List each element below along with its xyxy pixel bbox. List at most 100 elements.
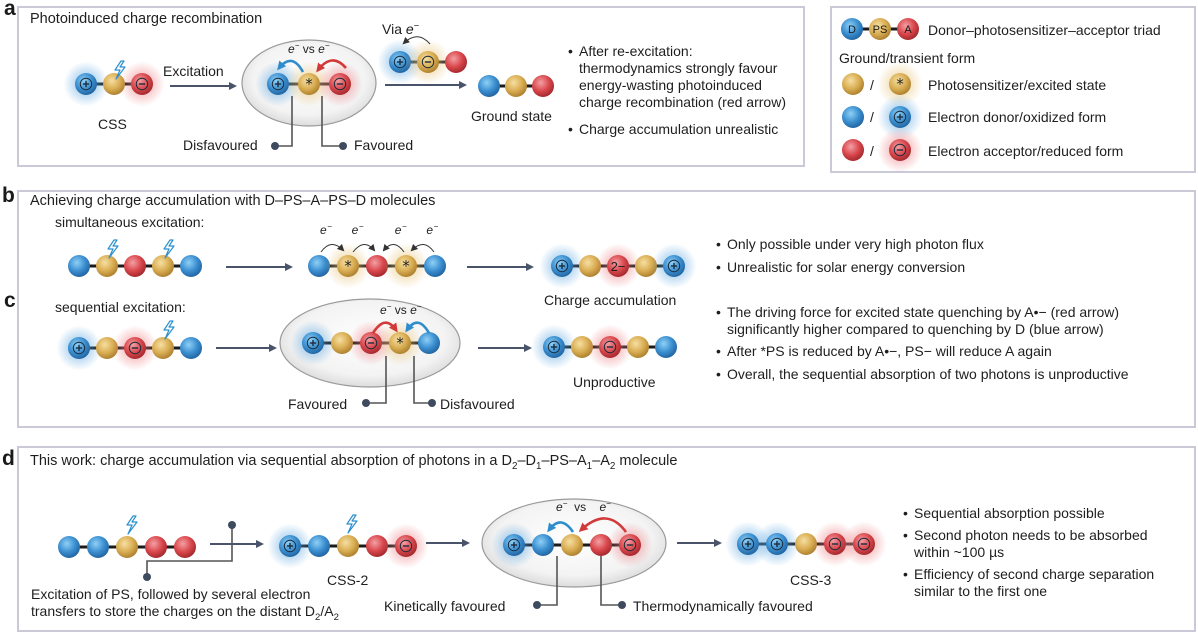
excitation-label: Excitation: [163, 63, 224, 79]
sphere-donor: [841, 18, 863, 40]
star-excited-icon: *: [402, 257, 410, 275]
charge-ring: [271, 77, 285, 91]
panel-d-title-main: This work: charge accumulation via seque…: [30, 453, 512, 469]
bullet-d1: Sequential absorption possible: [914, 505, 1105, 521]
legend-slash-1: /: [870, 77, 874, 93]
bullet-a1-l3: energy-wasting photoinduced: [579, 77, 762, 93]
panel-letter-d: d: [2, 447, 15, 470]
charge-ring: [135, 77, 149, 91]
sphere-photosensitizer: [116, 536, 138, 558]
charge-ring: [399, 539, 413, 553]
charge-ring: [72, 341, 86, 355]
thermo-arrow-red-d: [578, 517, 628, 533]
sphere-donor: [308, 255, 330, 277]
sphere-photosensitizer: [627, 336, 649, 358]
sphere-photosensitizer: [842, 73, 864, 95]
evs-label-c: e− vs e−: [380, 302, 422, 317]
charge-ring: [857, 537, 871, 551]
panel-d-box: [17, 446, 1196, 632]
sphere-acceptor: [145, 536, 167, 558]
panel-bc-box: [17, 190, 1196, 428]
css2-label: CSS-2: [327, 572, 369, 588]
leader-favoured-c: [366, 356, 387, 404]
star-excited-icon: *: [344, 257, 352, 275]
kinetically-favoured-label: Kinetically favoured: [384, 598, 506, 614]
sphere-photosensitizer: [96, 337, 118, 359]
css3-label: CSS-3: [790, 572, 832, 588]
lightning-bolt-icon-d2: [346, 514, 358, 534]
sphere-photosensitizer: [152, 255, 174, 277]
sphere-acceptor: [366, 535, 388, 557]
quench-arrow-red-c: [371, 321, 398, 334]
sphere-donor: [424, 255, 446, 277]
charge-ring: [421, 55, 435, 69]
charge-ring: [507, 538, 521, 552]
leader-disfavoured-a: [275, 96, 293, 147]
star-excited-icon: *: [896, 75, 904, 93]
molecule-b-accumulated: 2−: [539, 243, 697, 289]
legend-box: [830, 6, 1196, 173]
molecule-a-excited: *: [255, 61, 363, 107]
sphere-donor: [58, 536, 80, 558]
charge-ring: [623, 538, 637, 552]
legend-row-donor: Electron donor/oxidized form: [928, 109, 1107, 125]
excitation-leader-dot: [143, 573, 151, 581]
bullet-b1: Only possible under very high photon flu…: [727, 236, 984, 252]
sphere-photosensitizer: [337, 255, 359, 277]
bullet-d2-l1: Second photon needs to be absorbed: [914, 527, 1148, 543]
bullet-a2: Charge accumulation unrealistic: [579, 121, 779, 137]
panel-letter-b: b: [2, 184, 15, 207]
molecule-d-excited: [491, 522, 653, 568]
sphere-donor: [418, 332, 440, 354]
triad-letter-triad_d: D: [848, 24, 856, 36]
molecule-css: [63, 61, 165, 107]
sphere-acceptor: [897, 18, 919, 40]
sphere-photosensitizer: [152, 337, 174, 359]
molecule-ground: [478, 75, 554, 97]
charge-ring: [603, 340, 617, 354]
electron-arrow-b2: [352, 243, 376, 253]
molecule-css2: [267, 523, 429, 569]
thermodynamically-favoured-label: Thermodynamically favoured: [633, 598, 813, 614]
sequential-label: sequential excitation:: [55, 299, 186, 315]
leader-favoured-a-dot: [339, 142, 347, 150]
charge-ring: [364, 336, 378, 350]
sphere-donor: [180, 255, 202, 277]
leader-thermo-d: [600, 556, 622, 606]
charge-2minus: 2−: [611, 259, 626, 274]
charge-ring: [741, 537, 755, 551]
legend-slash-2: /: [870, 109, 874, 125]
molecule-c-unproductive: [531, 324, 677, 370]
leader-disfavoured-a-dot: [271, 142, 279, 150]
lightning-bolt-icon-c: [163, 320, 175, 340]
panel-letter-c: c: [4, 289, 16, 312]
favoured-label-c: Favoured: [288, 396, 348, 412]
bullet-a1-l4: charge recombination (red arrow): [579, 94, 786, 110]
sphere-photosensitizer: [337, 535, 359, 557]
triad-letter-triad_a: A: [904, 24, 912, 36]
sphere-donor: [180, 337, 202, 359]
excitation-desc: Excitation of PS, followed by several el…: [31, 586, 339, 623]
charge-ring: [893, 110, 907, 124]
sphere-donor: [68, 255, 90, 277]
bullet-d3-l2: similar to the first one: [914, 583, 1048, 599]
sphere-acceptor: [174, 536, 196, 558]
sphere-photosensitizer: [331, 332, 353, 354]
legend-triad-label: Donor–photosensitizer–acceptor triad: [928, 22, 1161, 38]
bullet-c2: After *PS is reduced by A•−, PS− will re…: [727, 343, 1052, 359]
sphere-photosensitizer: [869, 18, 891, 40]
sphere-photosensitizer: [579, 255, 601, 277]
leader-favoured-a: [321, 96, 343, 147]
charge-ring: [306, 336, 320, 350]
molecule-b-ground: [68, 255, 202, 277]
kinetic-arrow-blue-d: [547, 521, 575, 533]
leader-kinetic-d: [537, 556, 558, 606]
panel-letter-a: a: [4, 0, 16, 20]
excitation-leader-dot-top: [228, 521, 236, 529]
evs-label-d: e− vs e−: [556, 499, 611, 514]
bullet-c1-l1: The driving force for excited state quen…: [727, 304, 1120, 320]
leader-disfavoured-c: [413, 356, 432, 404]
charge-ring: [667, 259, 681, 273]
excitation-desc-l2: transfers to store the charges on the di…: [31, 603, 316, 619]
legend-subtitle: Ground/transient form: [839, 50, 976, 66]
